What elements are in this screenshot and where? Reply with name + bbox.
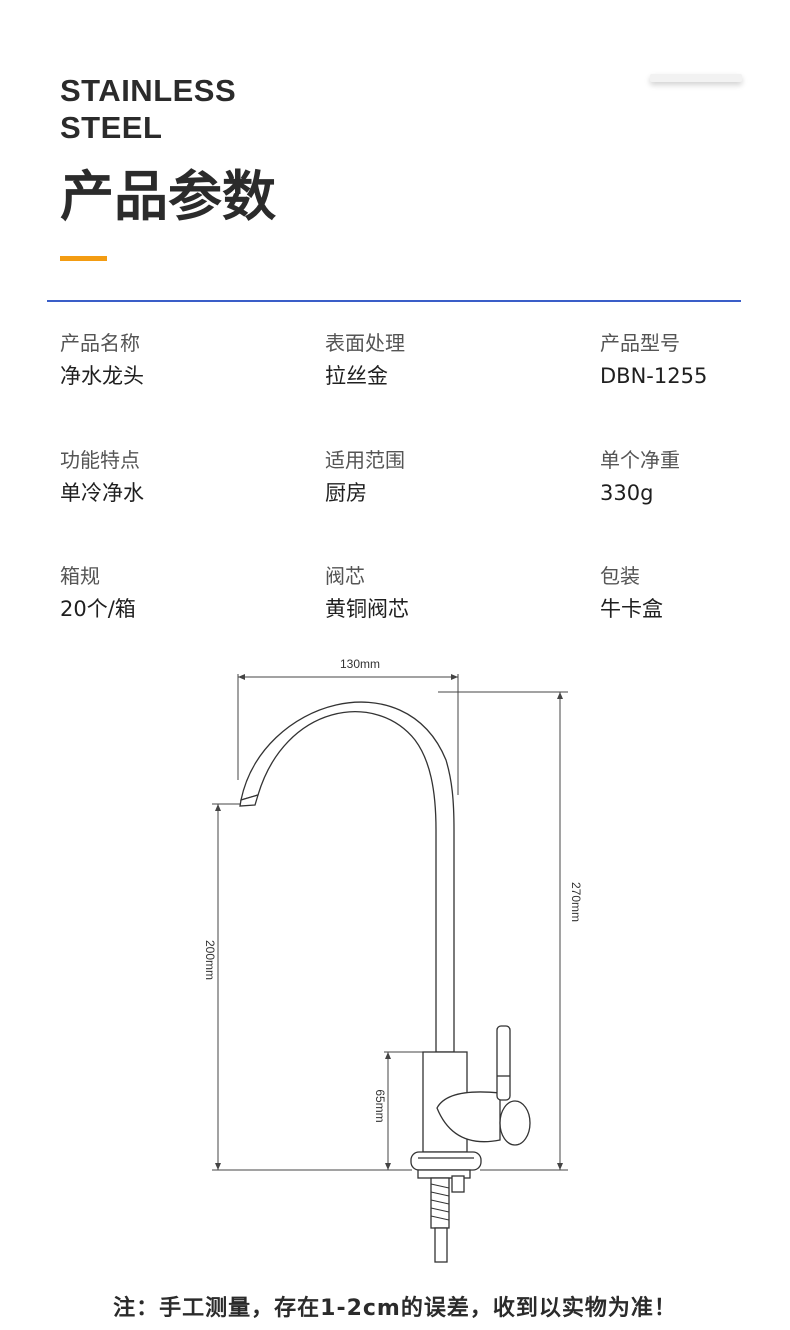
spec-item: 阀芯 黄铜阀芯 bbox=[325, 563, 409, 623]
spec-value: 牛卡盒 bbox=[600, 597, 663, 621]
spec-label: 功能特点 bbox=[60, 448, 140, 472]
brand-line-2: STEEL bbox=[60, 110, 163, 145]
spec-value: 净水龙头 bbox=[60, 364, 144, 388]
faucet-outline bbox=[239, 701, 531, 1263]
spec-label: 适用范围 bbox=[325, 448, 405, 472]
decorative-tab bbox=[650, 74, 742, 82]
spec-item: 箱规 20个/箱 bbox=[60, 563, 136, 623]
brand-title: STAINLESS STEEL bbox=[60, 72, 236, 146]
spec-label: 表面处理 bbox=[325, 331, 405, 355]
measurement-note: 注：手工测量，存在1-2cm的误差，收到以实物为准！ bbox=[113, 1296, 677, 1321]
spec-value: 黄铜阀芯 bbox=[325, 597, 409, 621]
divider bbox=[47, 300, 741, 302]
spec-value: 厨房 bbox=[325, 481, 367, 505]
spec-item: 产品名称 净水龙头 bbox=[60, 330, 144, 390]
spec-label: 箱规 bbox=[60, 564, 100, 588]
accent-bar bbox=[60, 256, 107, 261]
faucet-dimension-drawing: 130mm 270mm 200mm 65mm bbox=[203, 657, 583, 1263]
spec-value: 单冷净水 bbox=[60, 481, 144, 505]
spec-value: DBN-1255 bbox=[600, 364, 708, 388]
width-label: 130mm bbox=[340, 657, 380, 671]
spec-label: 产品型号 bbox=[600, 331, 680, 355]
total-height-label: 270mm bbox=[569, 882, 583, 922]
brand-line-1: STAINLESS bbox=[60, 73, 237, 108]
spout-height-label: 200mm bbox=[203, 940, 217, 980]
spec-item: 单个净重 330g bbox=[600, 447, 680, 507]
spec-value: 拉丝金 bbox=[325, 364, 388, 388]
spec-label: 阀芯 bbox=[325, 564, 365, 588]
spec-item: 表面处理 拉丝金 bbox=[325, 330, 405, 390]
spec-item: 产品型号 DBN-1255 bbox=[600, 330, 707, 390]
spec-value: 330g bbox=[600, 481, 654, 505]
spec-item: 包装 牛卡盒 bbox=[600, 563, 663, 623]
spec-value: 20个/箱 bbox=[60, 597, 136, 621]
spec-label: 单个净重 bbox=[600, 448, 680, 472]
body-height-label: 65mm bbox=[373, 1089, 387, 1122]
spec-label: 产品名称 bbox=[60, 331, 140, 355]
spec-item: 适用范围 厨房 bbox=[325, 447, 405, 507]
spec-label: 包装 bbox=[600, 564, 640, 588]
page-title: 产品参数 bbox=[60, 165, 276, 228]
spec-item: 功能特点 单冷净水 bbox=[60, 447, 144, 507]
